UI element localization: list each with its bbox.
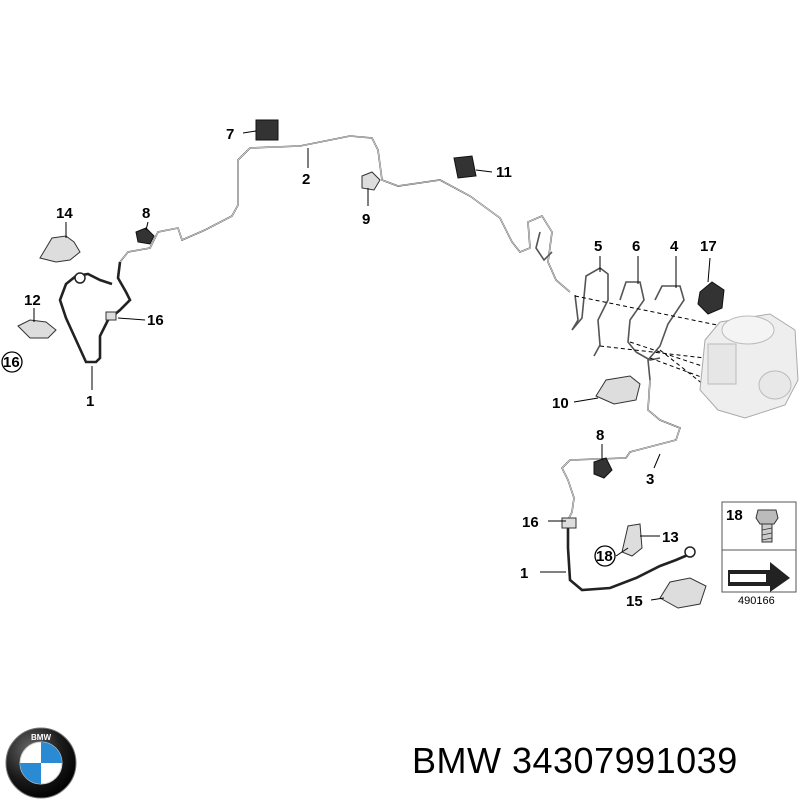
brake-hose-1-upper <box>58 261 132 364</box>
part-8-clip-mid <box>593 457 613 479</box>
part-8-clip-top <box>135 227 155 245</box>
callout-18-box: 18 <box>726 507 743 524</box>
callout-13: 13 <box>662 529 679 546</box>
part-number-caption: BMW 34307991039 <box>412 740 792 790</box>
brake-pipes-5-6-4 <box>571 267 685 381</box>
callout-1-bottom: 1 <box>520 565 528 582</box>
part-14-bracket <box>39 235 81 263</box>
callout-18-circled: 18 <box>594 545 616 567</box>
callout-3: 3 <box>646 471 654 488</box>
callout-16-circled: 16 <box>1 351 23 373</box>
drawing-number: 490166 <box>738 595 775 607</box>
brake-hose-1-lower <box>561 517 696 592</box>
part-15-bracket <box>659 577 707 609</box>
callout-8-top: 8 <box>142 205 150 222</box>
part-9-clip <box>361 171 381 191</box>
callout-17: 17 <box>700 238 717 255</box>
abs-hydraulic-unit <box>699 313 799 419</box>
part-12-bracket <box>17 319 57 339</box>
callout-15: 15 <box>626 593 643 610</box>
bolt-inset-box: 18 490166 <box>721 501 797 607</box>
callouts: 7 2 9 11 14 8 12 16 16 1 5 6 4 17 10 8 3… <box>1 126 717 610</box>
part-17-bracket <box>697 257 725 315</box>
pipe-2-loop <box>535 231 553 262</box>
leader-lines <box>33 130 677 601</box>
callout-6: 6 <box>632 238 640 255</box>
svg-text:16: 16 <box>3 354 20 371</box>
caption-text: BMW 34307991039 <box>412 740 738 781</box>
callout-10: 10 <box>552 395 569 412</box>
part-11-grommet <box>453 155 477 179</box>
callout-14: 14 <box>56 205 73 222</box>
bmw-logo-icon: BMW <box>5 727 77 799</box>
callout-11: 11 <box>496 164 512 181</box>
brake-pipe-2 <box>119 135 571 293</box>
part-10-bracket <box>595 375 641 405</box>
brake-pipe-3 <box>561 379 681 521</box>
callout-9: 9 <box>362 211 370 228</box>
callout-5: 5 <box>594 238 602 255</box>
callout-4: 4 <box>670 238 679 255</box>
callout-7: 7 <box>226 126 234 143</box>
ABS-connection-dashes <box>574 295 723 397</box>
arrow-icon <box>728 562 790 592</box>
callout-2: 2 <box>302 171 310 188</box>
callout-16-top: 16 <box>147 312 164 329</box>
part-7-grommet <box>255 119 279 141</box>
callout-12: 12 <box>24 292 41 309</box>
callout-1-top: 1 <box>86 393 94 410</box>
bolt-icon <box>755 509 779 543</box>
svg-text:18: 18 <box>596 548 613 565</box>
part-13-bracket <box>621 523 643 557</box>
callout-8-mid: 8 <box>596 427 604 444</box>
bmw-logo-lettering: BMW <box>31 733 51 742</box>
callout-16-bottom: 16 <box>522 514 539 531</box>
